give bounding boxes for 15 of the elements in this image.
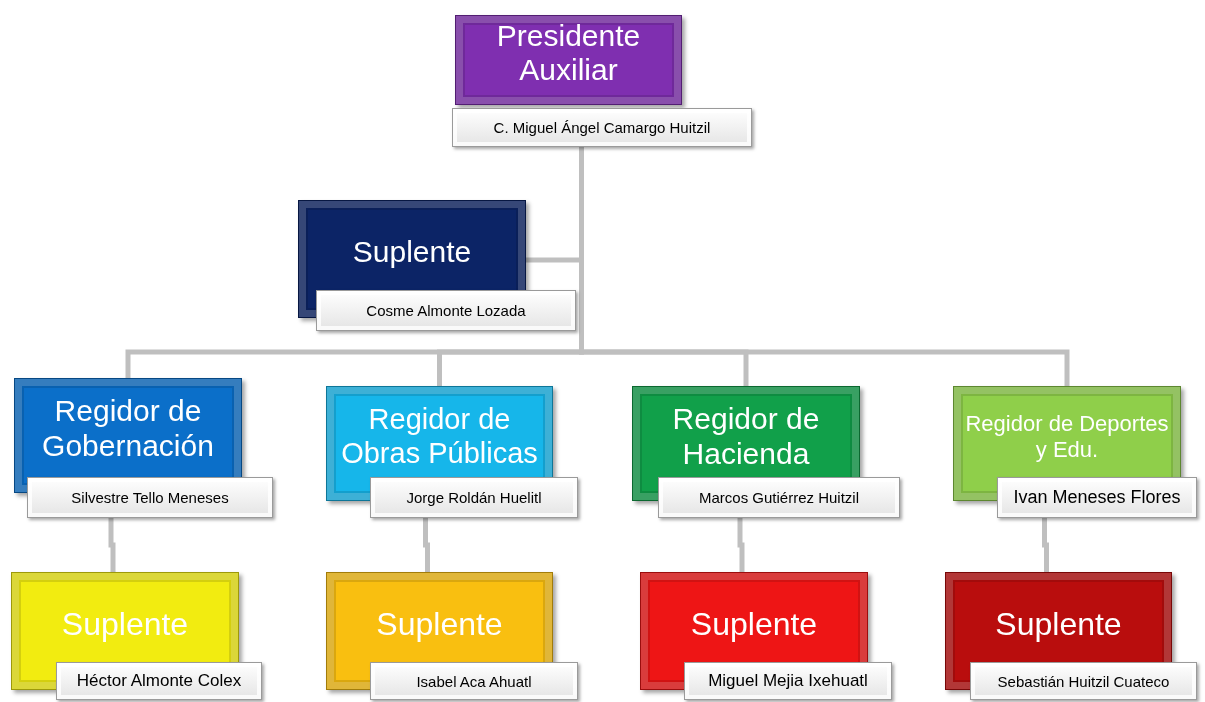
name-label: Isabel Aca Ahuatl [370, 662, 578, 700]
name-label: Marcos Gutiérrez Huitzil [658, 477, 900, 518]
connector-line [108, 518, 116, 572]
connector-line [423, 518, 430, 572]
role-box: Presidente Auxiliar [455, 15, 682, 105]
name-label: Héctor Almonte Colex [56, 662, 262, 700]
name-label: Cosme Almonte Lozada [316, 290, 576, 331]
connector-line [737, 518, 745, 572]
name-label: Miguel Mejia Ixehuatl [684, 662, 892, 700]
name-label: C. Miguel Ángel Camargo Huitzil [452, 108, 752, 147]
name-label: Sebastián Huitzil Cuateco [970, 662, 1197, 700]
name-label: Silvestre Tello Meneses [27, 477, 273, 518]
name-label: Jorge Roldán Huelitl [370, 477, 578, 518]
name-label: Ivan Meneses Flores [997, 477, 1197, 518]
connector-line [1042, 518, 1049, 572]
